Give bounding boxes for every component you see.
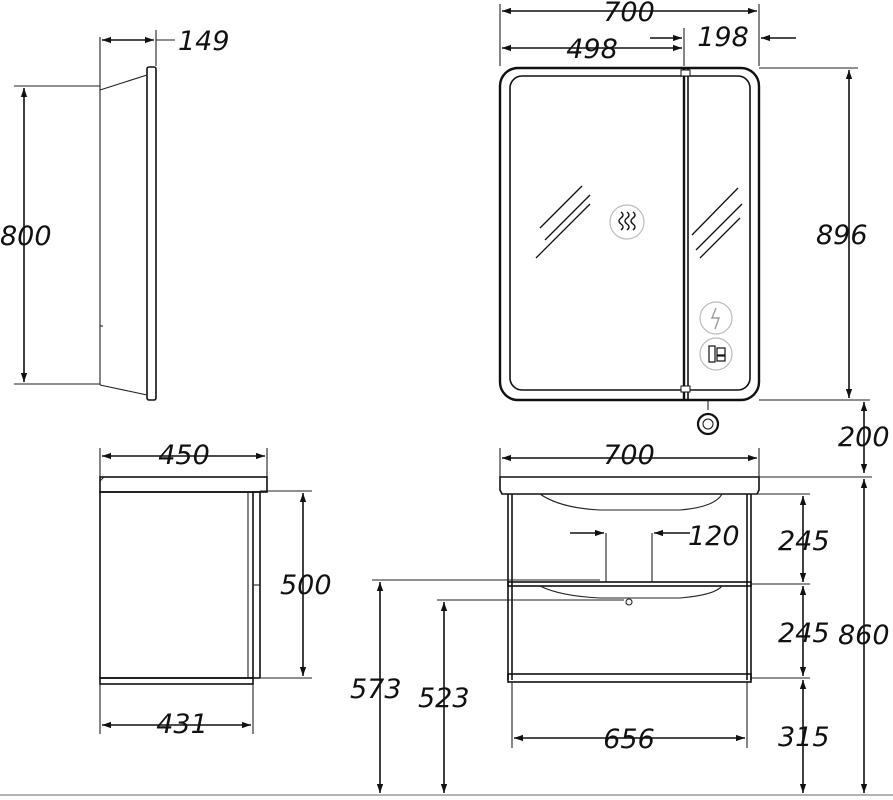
- mirror-height-label: 800: [0, 221, 52, 252]
- drawer-divider: [507, 581, 752, 587]
- drawer-bottom-height-label: 245: [778, 618, 830, 649]
- mirror-total-height-label: 896: [816, 220, 868, 251]
- offset-above-vanity-label: 200: [838, 422, 890, 453]
- mirror-depth-label: 149: [178, 26, 230, 57]
- drawer-top-height-label: 245: [778, 526, 830, 557]
- socket-icon[interactable]: [699, 337, 733, 371]
- upper-drain-height-label: 573: [350, 674, 402, 705]
- mirror-side-view: 149 800: [0, 26, 230, 401]
- vanity-body-depth-label: 431: [156, 709, 208, 740]
- leg-height-label: 315: [778, 722, 830, 753]
- vanity-plinth: [507, 673, 752, 683]
- mirror-cabinet-frame: [498, 66, 761, 402]
- right-door-width-label: 198: [697, 22, 749, 53]
- vanity-front-view: 700 120 245 245 315 860: [0, 440, 893, 796]
- vanity-body-side: [99, 491, 254, 679]
- vanity-total-height-label: 860: [838, 620, 890, 651]
- mirror-front-view: 700 498 198 896 200: [498, 0, 890, 473]
- touch-switch-icon[interactable]: [699, 301, 733, 335]
- vanity-top-width-label: 700: [603, 440, 655, 471]
- vanity-side-view: 450 500 431: [99, 440, 332, 740]
- basin-outline: [539, 493, 723, 511]
- vanity-body-height-label: 500: [280, 570, 332, 601]
- mirror-width-label: 700: [603, 0, 655, 28]
- sensor-circle-icon: [696, 400, 720, 436]
- basin-offset-label: 120: [688, 521, 740, 552]
- anti-fog-icon[interactable]: [609, 204, 645, 240]
- vanity-top-depth-label: 450: [158, 440, 210, 471]
- vanity-countertop-front: [499, 476, 760, 495]
- vanity-countertop-side: [99, 476, 268, 493]
- left-door-width-label: 498: [566, 34, 618, 65]
- vanity-inner-width-label: 656: [603, 724, 655, 755]
- lower-drain-height-label: 523: [418, 683, 470, 714]
